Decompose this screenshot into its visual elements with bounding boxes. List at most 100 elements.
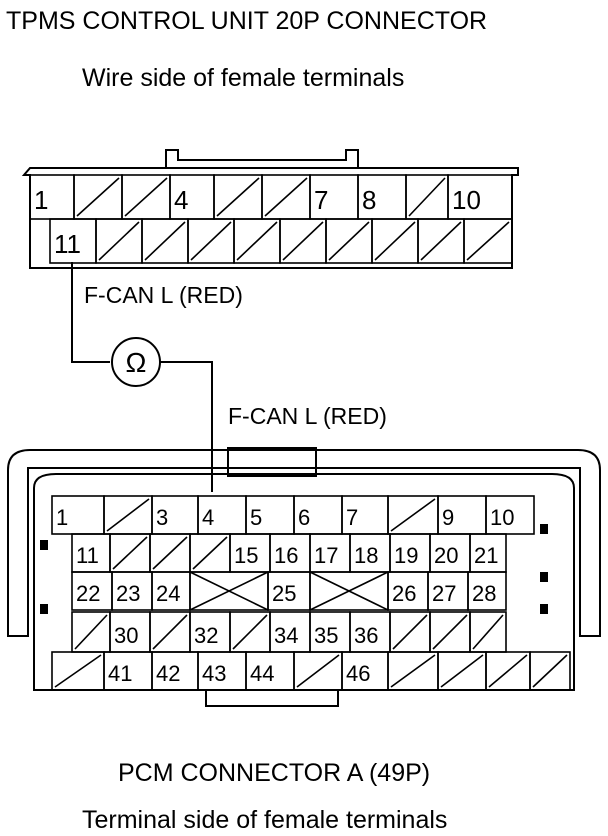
pcm-marker-left-1 <box>40 540 48 550</box>
pcm-row-1-cell: 10 <box>485 495 535 535</box>
pcm-row-4-cell: 30 <box>109 611 151 653</box>
pcm-row-1-cell: 6 <box>293 495 343 535</box>
pcm-row-3-cell: 26 <box>387 571 429 611</box>
pcm-row-4-cell <box>469 611 507 653</box>
unused-terminal-mark <box>152 614 188 650</box>
pcm-body <box>33 473 575 691</box>
wire-to-pcm <box>160 361 213 492</box>
pcm-row-2-cell: 19 <box>389 533 431 573</box>
pcm-row-5-cell <box>485 651 531 691</box>
tpms-row-1-cell: 1 <box>29 174 75 220</box>
pcm-row-5-cell: 42 <box>151 651 199 691</box>
pcm-row-2-cell: 16 <box>269 533 311 573</box>
pcm-row-1-cell: 9 <box>437 495 487 535</box>
pcm-row-5-cell <box>51 651 105 691</box>
terminal-number: 19 <box>394 543 418 568</box>
tpms-row-1-cell <box>261 174 311 220</box>
terminal-number: 22 <box>76 581 100 606</box>
terminal-number: 7 <box>346 505 358 530</box>
pcm-marker-right-2 <box>540 572 548 582</box>
terminal-number: 1 <box>56 505 68 530</box>
unused-terminal-mark <box>466 221 510 261</box>
pcm-row-4-cell <box>389 611 431 653</box>
blocked-cavity-mark <box>309 571 389 611</box>
unused-terminal-mark <box>76 177 120 217</box>
pcm-row-4-cell: 34 <box>269 611 311 653</box>
unused-terminal-mark <box>216 177 260 217</box>
unused-terminal-mark <box>144 221 186 261</box>
unused-terminal-mark <box>236 221 278 261</box>
terminal-number: 23 <box>116 581 140 606</box>
terminal-number: 18 <box>354 543 378 568</box>
pcm-row-5-cell: 46 <box>341 651 389 691</box>
pcm-row-3-cell: 24 <box>151 571 191 611</box>
unused-terminal-mark <box>440 654 484 688</box>
tpms-row-2-cell <box>371 218 419 264</box>
pcm-row-1-cell: 5 <box>245 495 295 535</box>
test-wiring: Ω F-CAN L (RED) F-CAN L (RED) <box>71 262 387 492</box>
tpms-row-1-cell <box>121 174 171 220</box>
terminal-number: 4 <box>202 505 214 530</box>
terminal-number: 30 <box>114 623 138 648</box>
unused-terminal-mark <box>328 221 370 261</box>
unused-terminal-mark <box>390 498 436 532</box>
pcm-row-3-cell <box>309 571 389 611</box>
terminal-number: 5 <box>250 505 262 530</box>
pcm-row-5-cell: 43 <box>197 651 247 691</box>
terminal-number: 44 <box>250 661 274 686</box>
terminal-outline <box>463 218 513 264</box>
pcm-bottom-tab <box>205 690 339 707</box>
tpms-row-2-cell <box>233 218 281 264</box>
pcm-row-4-cell <box>149 611 191 653</box>
wire-label-tpms: F-CAN L (RED) <box>84 282 243 308</box>
terminal-number: 27 <box>432 581 456 606</box>
tpms-row-2-cell <box>95 218 143 264</box>
unused-terminal-mark <box>192 536 228 570</box>
ohm-symbol: Ω <box>126 347 147 378</box>
unused-terminal-mark <box>488 654 528 688</box>
tpms-row-1-cell: 8 <box>357 174 407 220</box>
pcm-top-tab <box>227 447 317 477</box>
pcm-row-5-cell <box>387 651 439 691</box>
tpms-row-1-cell <box>405 174 449 220</box>
pcm-row-1-cell: 3 <box>151 495 199 535</box>
unused-terminal-mark <box>112 536 148 570</box>
terminal-number: 10 <box>490 505 514 530</box>
unused-terminal-mark <box>232 614 268 650</box>
unused-terminal-mark <box>374 221 416 261</box>
terminal-number: 42 <box>156 661 180 686</box>
pcm-marker-left-2 <box>40 604 48 614</box>
pcm-row-2-cell <box>149 533 191 573</box>
terminal-number: 16 <box>274 543 298 568</box>
pcm-row-3-cell: 27 <box>427 571 469 611</box>
tpms-row-2-cell <box>279 218 327 264</box>
pcm-row-4-cell <box>429 611 471 653</box>
tpms-row-2-cell <box>463 218 513 264</box>
pcm-row-3-cell: 25 <box>267 571 311 611</box>
pcm-row-2-cell: 15 <box>229 533 271 573</box>
pcm-row-2-cell: 11 <box>71 533 111 573</box>
tpms-row-1-cell: 4 <box>169 174 215 220</box>
unused-terminal-mark <box>264 177 308 217</box>
tpms-row-2-cell <box>417 218 465 264</box>
unused-terminal-mark <box>152 536 188 570</box>
tpms-row-2: 11 <box>49 218 513 264</box>
pcm-row-2-cell: 17 <box>309 533 351 573</box>
pcm-row-1-cell <box>103 495 153 535</box>
tpms-housing <box>21 167 519 269</box>
terminal-number: 17 <box>314 543 338 568</box>
unused-terminal-mark <box>98 221 140 261</box>
unused-terminal-mark <box>392 614 428 650</box>
terminal-number: 24 <box>156 581 180 606</box>
pcm-row-4-cell <box>71 611 111 653</box>
tpms-row-1-cell <box>213 174 263 220</box>
terminal-number: 35 <box>314 623 338 648</box>
unused-terminal-mark <box>390 654 436 688</box>
terminal-number: 3 <box>156 505 168 530</box>
pcm-row-1-cell: 1 <box>51 495 105 535</box>
